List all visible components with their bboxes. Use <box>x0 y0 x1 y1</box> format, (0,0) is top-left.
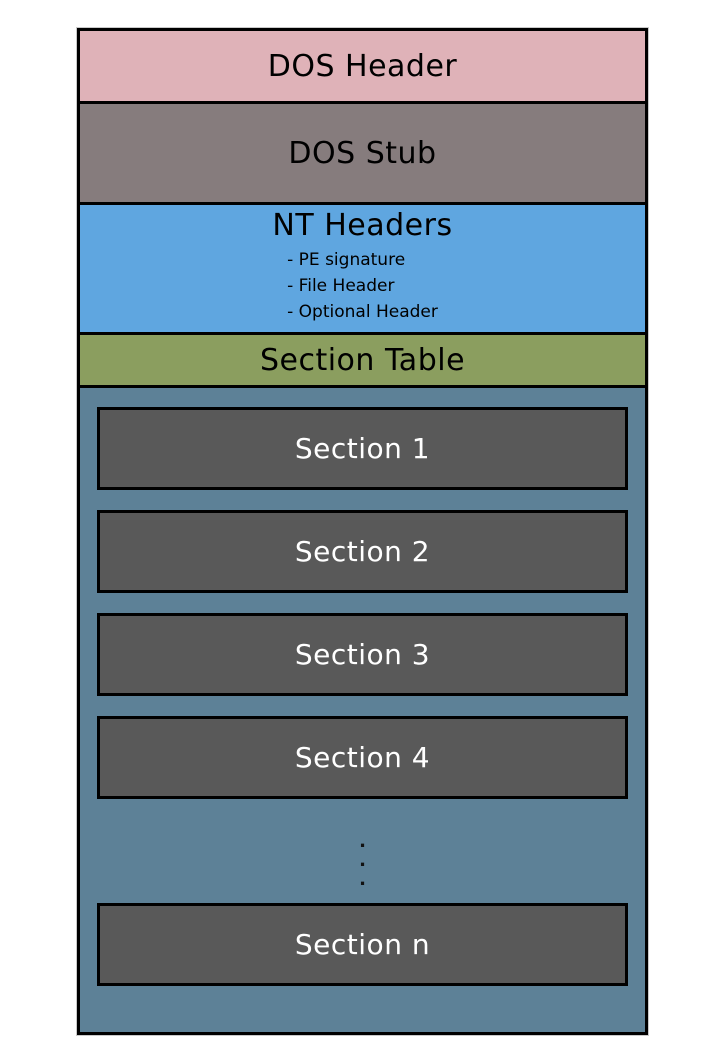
section-1-label: Section 1 <box>294 432 431 465</box>
section-1-box: Section 1 <box>97 407 628 490</box>
section-n-label: Section n <box>294 928 431 961</box>
section-table-label: Section Table <box>259 342 466 378</box>
sections-container: Section 1 Section 2 Section 3 Section 4 … <box>80 388 645 1032</box>
section-3-label: Section 3 <box>294 638 431 671</box>
pe-file-structure-diagram: DOS Header DOS Stub NT Headers - PE sign… <box>76 27 649 1036</box>
nt-headers-sublist: - PE signature - File Header - Optional … <box>287 247 438 325</box>
dos-stub-block: DOS Stub <box>80 104 645 205</box>
nt-sublist-item-optional-header: - Optional Header <box>287 302 438 322</box>
section-table-block: Section Table <box>80 335 645 388</box>
section-2-box: Section 2 <box>97 510 628 593</box>
nt-sublist-item-pe-signature: - PE signature <box>287 250 406 270</box>
ellipsis-dot: . <box>359 850 366 871</box>
ellipsis-dot: . <box>359 869 366 890</box>
sections-ellipsis: . . . <box>97 819 628 903</box>
ellipsis-dot: . <box>359 831 366 852</box>
nt-headers-block: NT Headers - PE signature - File Header … <box>80 205 645 335</box>
section-4-label: Section 4 <box>294 741 431 774</box>
nt-sublist-item-file-header: - File Header <box>287 276 395 296</box>
section-3-box: Section 3 <box>97 613 628 696</box>
section-n-box: Section n <box>97 903 628 986</box>
nt-headers-label: NT Headers <box>272 208 453 243</box>
section-4-box: Section 4 <box>97 716 628 799</box>
dos-header-label: DOS Header <box>267 48 458 84</box>
dos-header-block: DOS Header <box>80 31 645 104</box>
dos-stub-label: DOS Stub <box>288 135 437 171</box>
section-2-label: Section 2 <box>294 535 431 568</box>
